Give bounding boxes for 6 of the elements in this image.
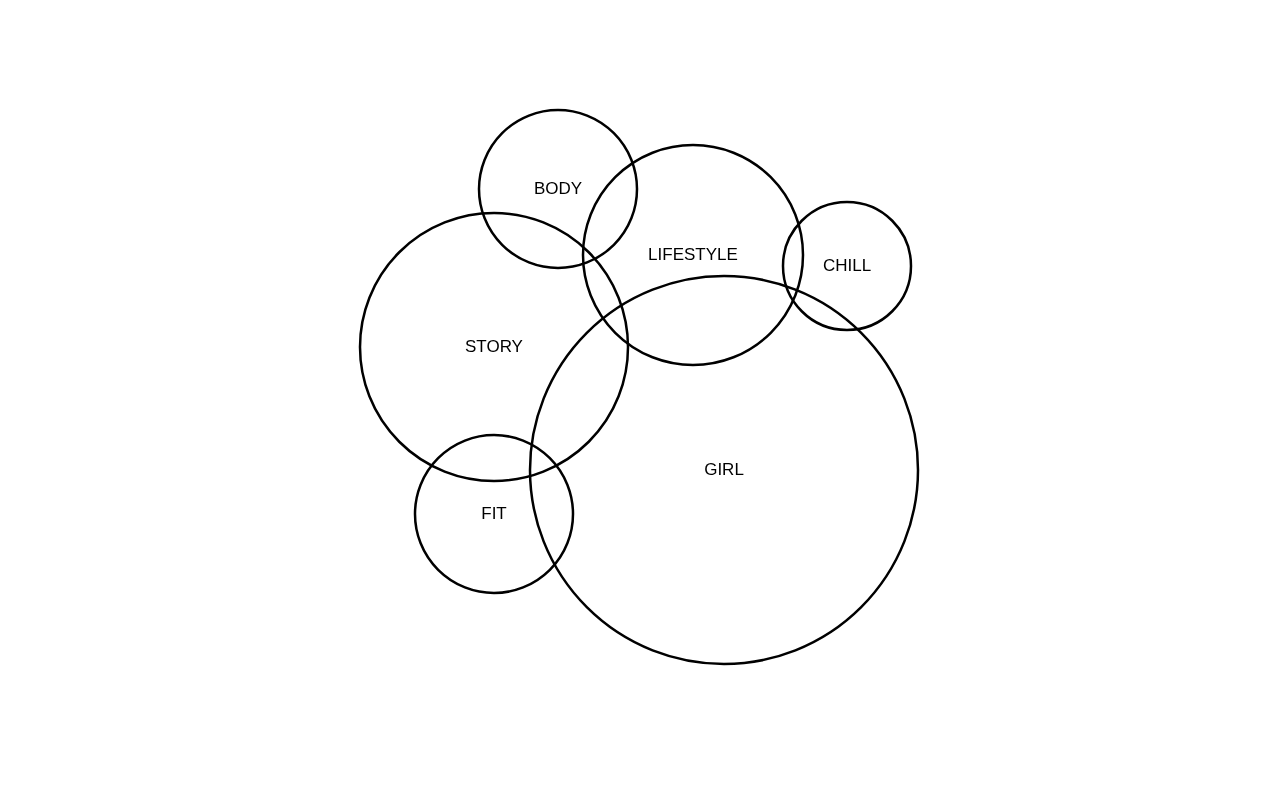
circle-label: LIFESTYLE: [648, 244, 738, 266]
circle-label: BODY: [533, 178, 583, 200]
circle-label: FIT: [481, 503, 507, 525]
circle-label: STORY: [465, 336, 523, 358]
circle-label: CHILL: [822, 255, 872, 277]
circle-label: GIRL: [704, 459, 744, 481]
